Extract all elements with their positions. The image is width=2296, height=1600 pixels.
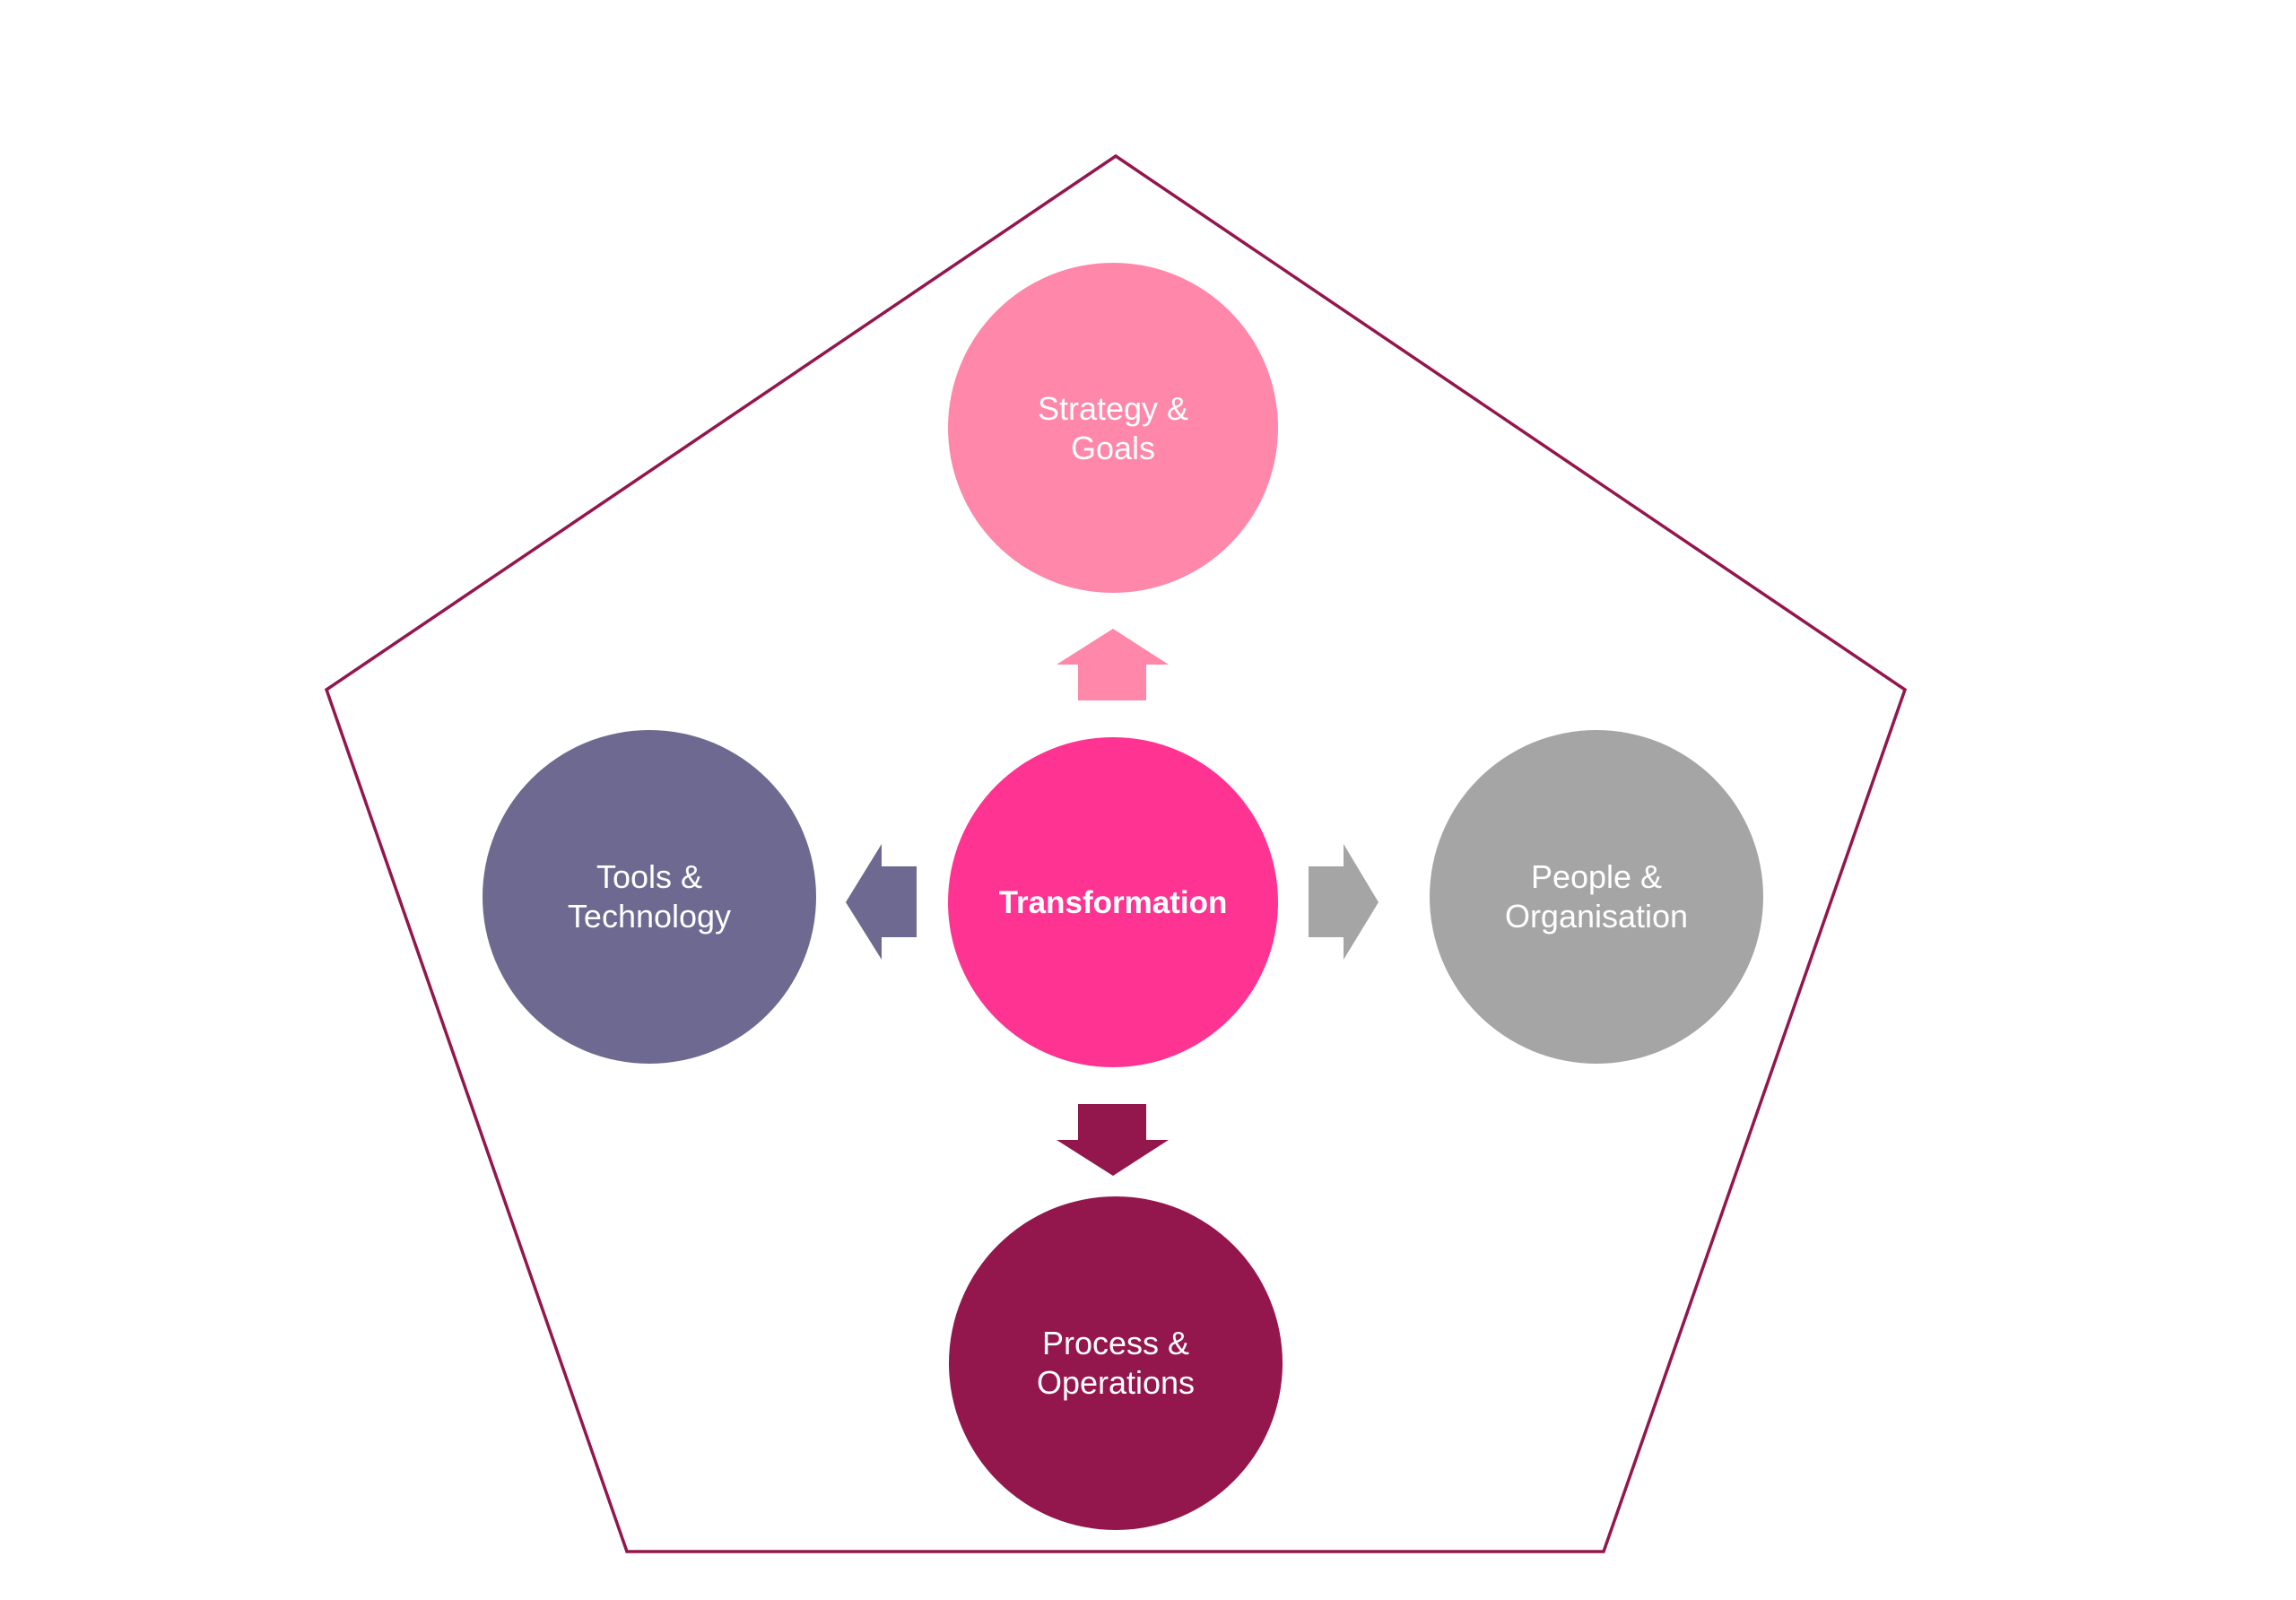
pentagon-frame (324, 153, 1908, 1553)
node-label-strategy-goals-line2: Goals (1071, 430, 1155, 466)
node-label-transformation: Transformation (999, 885, 1228, 920)
node-circle-process-operations (949, 1196, 1283, 1530)
node-label-people-organisation-line2: Organisation (1505, 898, 1688, 935)
arrow-down-to-process-operations (1057, 1104, 1169, 1176)
node-process-operations: Process & Operations (949, 1196, 1283, 1530)
node-circle-people-organisation (1430, 730, 1763, 1064)
node-label-process-operations-line1: Process & (1042, 1325, 1189, 1361)
node-tools-technology: Tools & Technology (483, 730, 816, 1064)
node-strategy-goals: Strategy & Goals (948, 263, 1278, 593)
node-people-organisation: People & Organisation (1430, 730, 1763, 1064)
node-circle-strategy-goals (948, 263, 1278, 593)
node-circle-tools-technology (483, 730, 816, 1064)
arrow-left-to-tools-technology (846, 844, 917, 960)
node-label-process-operations-line2: Operations (1037, 1364, 1195, 1401)
node-label-tools-technology-line1: Tools & (596, 858, 702, 895)
node-label-tools-technology-line2: Technology (568, 898, 731, 935)
arrow-up-to-strategy-goals (1057, 629, 1169, 700)
node-label-strategy-goals-line1: Strategy & (1038, 390, 1188, 427)
arrow-right-to-people-organisation (1309, 844, 1378, 960)
node-label-people-organisation-line1: People & (1531, 858, 1662, 895)
node-transformation: Transformation (948, 737, 1278, 1067)
node-circle-transformation (948, 737, 1278, 1067)
